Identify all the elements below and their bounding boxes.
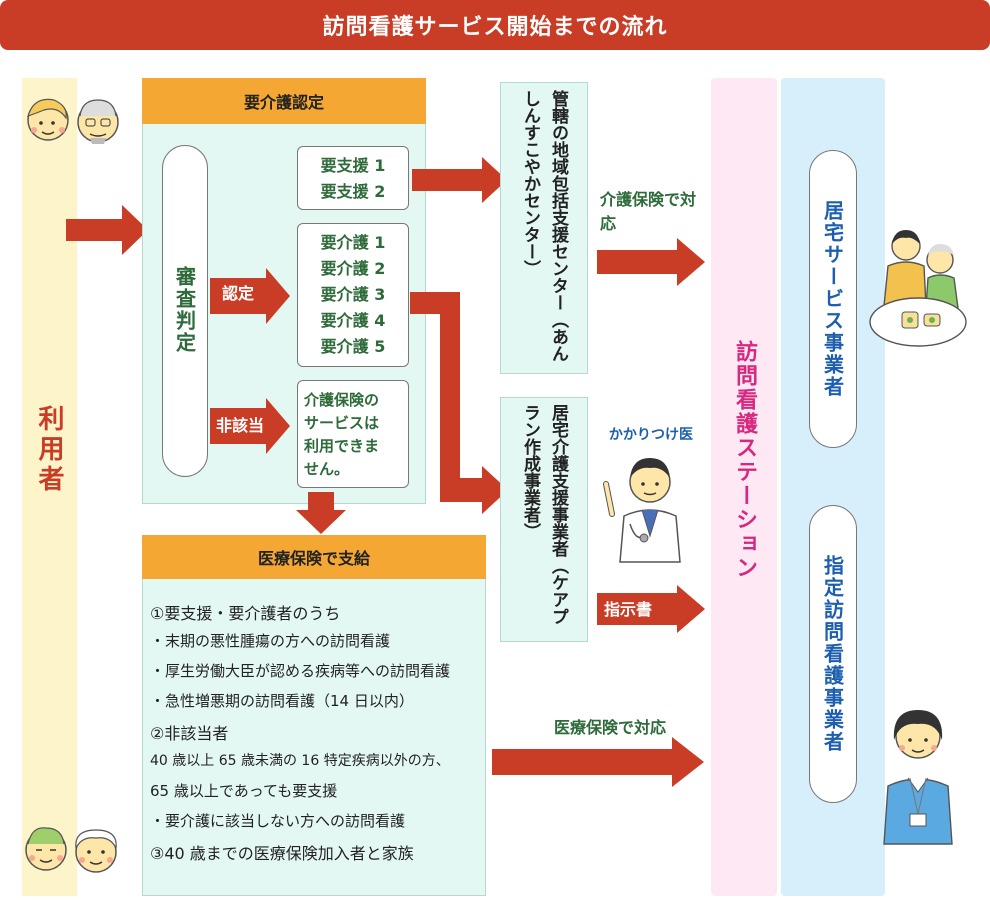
user-column — [22, 78, 77, 896]
community-center-box — [500, 82, 588, 374]
medical-insurance-label: 医療保険で対応 — [553, 718, 666, 737]
community-center-label: 管轄の地域包括支援センター（あんしんすこやかセンター） — [520, 90, 568, 362]
elderly-couple-bottom-icon — [25, 827, 117, 873]
medical-header: 医療保険で支給 — [142, 535, 486, 579]
medical-line-3: ・厚生労働大臣が認める疾病等への訪問看護 — [150, 662, 451, 680]
not-eligible-line-1: 介護保険の — [304, 391, 380, 409]
medical-list: ①要支援・要介護者のうち ・末期の悪性腫瘍の方への訪問看護 ・厚生労働大臣が認め… — [150, 600, 486, 870]
medical-line-5: ②非該当者 — [150, 724, 229, 743]
arrow-down-to-medical — [296, 492, 346, 534]
arrow-care-to-careplan — [410, 292, 508, 514]
page-title: 訪問看護サービス開始までの流れ — [0, 0, 990, 50]
nursing-station-label: 訪問看護ステーション — [732, 340, 757, 580]
support-level-1: 要支援 1 — [320, 156, 386, 175]
care-levels-box: 要介護 1 要介護 2 要介護 3 要介護 4 要介護 5 — [297, 223, 409, 367]
support-level-2: 要支援 2 — [320, 182, 386, 201]
medical-line-4: ・急性増悪期の訪問看護（14 日以内） — [150, 692, 414, 710]
not-applicable-label: 非該当 — [215, 416, 264, 435]
care-level-1: 要介護 1 — [320, 233, 386, 252]
certified-label: 認定 — [221, 284, 254, 303]
arrow-support-to-center — [412, 157, 507, 203]
medical-line-8: ・要介護に該当しない方への訪問看護 — [150, 812, 406, 830]
care-insurance-arrow — [597, 238, 705, 286]
medical-line-1: ①要支援・要介護者のうち — [150, 604, 341, 623]
screening-label: 審査判定 — [172, 266, 197, 354]
user-label: 利用者 — [34, 405, 64, 495]
instruction-arrow — [597, 585, 705, 633]
not-applicable-arrow — [210, 398, 290, 454]
designated-nursing-provider: 指定訪問看護事業者 — [809, 505, 857, 803]
certified-arrow — [210, 268, 290, 324]
care-plan-office-label: 居宅介護支援事業者（ケアプラン作成事業者） — [520, 404, 568, 625]
medical-line-6: 40 歳以上 65 歳未満の 16 特定疾病以外の方、 — [150, 753, 450, 769]
medical-panel — [142, 535, 486, 896]
arrow-user-to-certification — [66, 205, 148, 255]
care-insurance-label: 介護保険で対応 — [600, 190, 697, 233]
care-level-2: 要介護 2 — [320, 259, 386, 278]
doctor-label: かかりつけ医 — [608, 427, 694, 443]
support-levels-box: 要支援 1 要支援 2 — [297, 146, 409, 210]
home-service-provider: 居宅サービス事業者 — [809, 150, 857, 448]
not-eligible-line-4: せん。 — [304, 460, 350, 478]
medical-line-2: ・末期の悪性腫瘍の方への訪問看護 — [150, 632, 391, 650]
medical-line-7: 65 歳以上であっても要支援 — [150, 782, 338, 800]
care-level-5: 要介護 5 — [320, 337, 386, 356]
caregiver-meal-icon — [869, 230, 967, 347]
care-level-3: 要介護 3 — [320, 285, 386, 304]
nursing-station-column — [711, 78, 777, 896]
care-level-4: 要介護 4 — [320, 311, 386, 330]
certification-header: 要介護認定 — [142, 78, 426, 124]
nurse-icon — [883, 710, 953, 845]
not-eligible-line-3: 利用できま — [304, 437, 380, 455]
screening-pill — [162, 145, 208, 477]
medical-insurance-arrow — [492, 737, 704, 787]
care-plan-office-box — [500, 397, 588, 642]
not-eligible-line-2: サービスは — [304, 414, 380, 432]
medical-line-9: ③40 歳までの医療保険加入者と家族 — [150, 844, 414, 863]
not-eligible-box: 介護保険の サービスは 利用できま せん。 — [297, 380, 409, 488]
doctor-icon — [603, 458, 681, 563]
elderly-couple-icon — [27, 98, 119, 144]
instruction-label: 指示書 — [604, 600, 653, 619]
